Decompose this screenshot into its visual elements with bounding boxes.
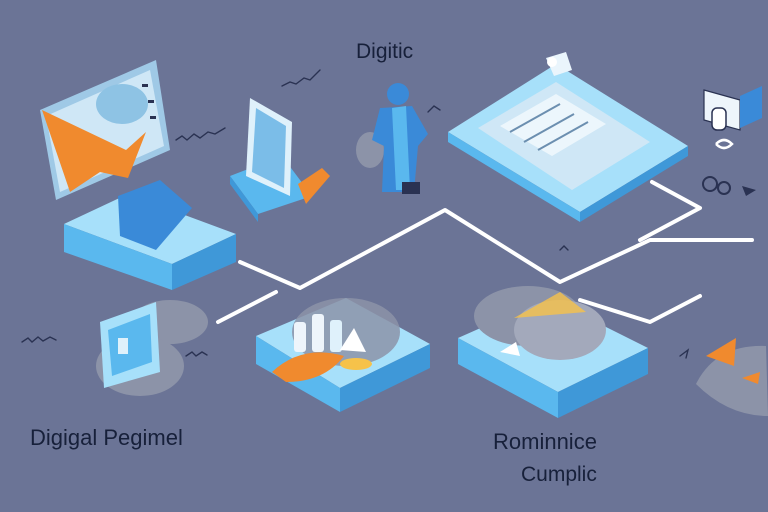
squiggle-2	[175, 127, 226, 141]
label-right-line2: Cumplic	[521, 463, 597, 486]
person-figure-icon	[356, 83, 428, 194]
connector-line-lower	[216, 290, 278, 324]
toolbox-icon	[702, 86, 762, 196]
squiggle-4	[185, 351, 208, 357]
squiggle-3	[21, 336, 57, 343]
label-left: Digigal Pegimel	[30, 425, 183, 450]
connector-line-right	[638, 180, 702, 242]
tablet-on-stand-icon	[230, 98, 330, 222]
label-right-line1: Rominnice	[493, 429, 597, 454]
connector-line-main	[238, 208, 754, 290]
shadow-blob-right	[696, 338, 768, 416]
cloud-dome-icon	[474, 286, 606, 360]
squiggle-5	[559, 245, 569, 251]
connector-line-center	[578, 294, 702, 324]
connector-lines	[216, 180, 754, 324]
squiggle-marks	[21, 69, 690, 359]
label-top: Digitic	[356, 40, 414, 63]
dashboard-board-icon	[448, 52, 688, 222]
lab-vessels-icon	[272, 298, 400, 382]
squiggle-7	[679, 348, 690, 359]
squiggle-1	[281, 69, 321, 87]
monitor-icon	[96, 300, 208, 396]
squiggle-6	[427, 105, 441, 113]
browser-window-with-arrow-icon	[40, 60, 192, 250]
